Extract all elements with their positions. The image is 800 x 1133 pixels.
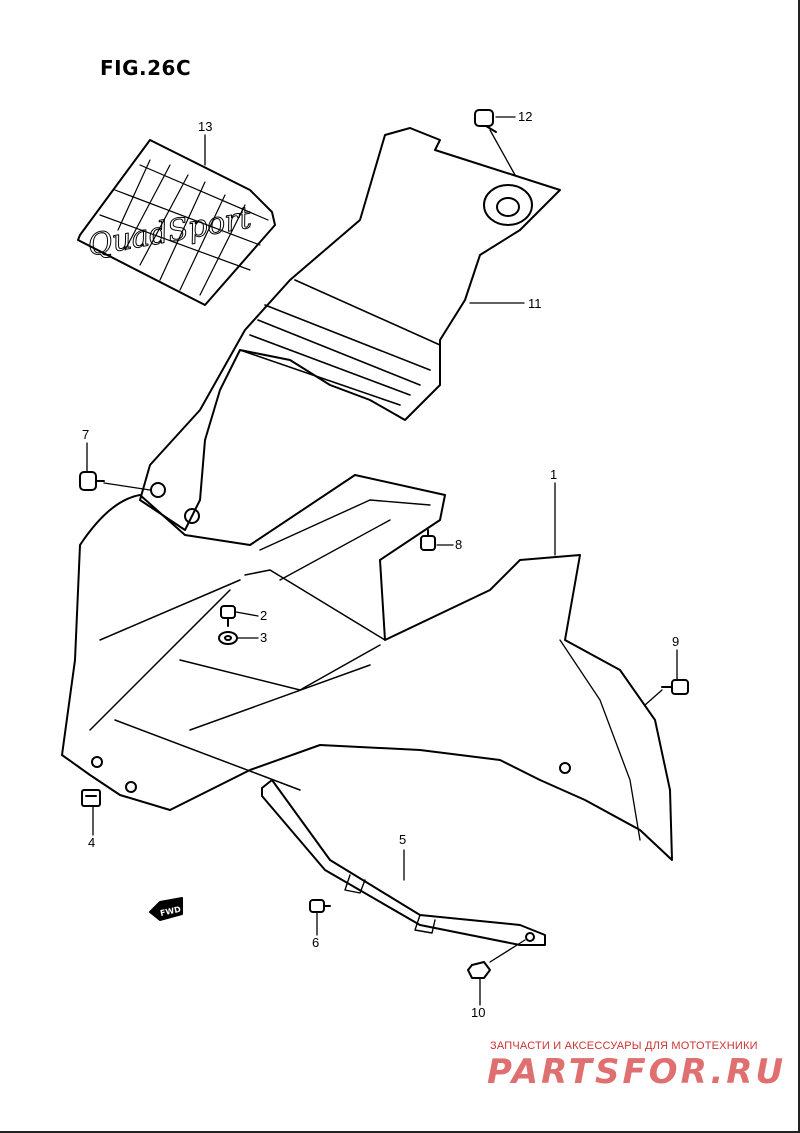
part-12-bolt (474, 109, 497, 133)
frame-bottom-border (0, 1131, 800, 1133)
part-5-bracket (261, 779, 546, 946)
callout-6: 6 (312, 935, 320, 950)
watermark-brand: PARTSFOR.RU (487, 1052, 787, 1092)
part-9-bolt (661, 679, 689, 695)
part-2-screw (220, 605, 236, 627)
part-10-nut (467, 961, 491, 979)
callout-13: 13 (198, 119, 213, 134)
part-3-washer (218, 631, 238, 645)
watermark-tagline: ЗАПЧАСТИ И АКСЕССУАРЫ ДЛЯ МОТОТЕХНИКИ (490, 1040, 758, 1052)
fwd-label: FWD (159, 905, 182, 918)
callout-9: 9 (672, 634, 680, 649)
callout-4: 4 (88, 835, 96, 850)
callout-1: 1 (550, 467, 558, 482)
part-7-screw (79, 471, 105, 491)
callout-11: 11 (528, 296, 542, 311)
callout-3: 3 (260, 630, 268, 645)
callout-2: 2 (260, 608, 268, 623)
callout-5: 5 (399, 832, 407, 847)
frame-right-border (798, 0, 800, 1133)
callout-12: 12 (518, 109, 533, 124)
leader-lines (86, 116, 678, 1006)
callout-10: 10 (471, 1005, 486, 1020)
part-11-front-cover (139, 127, 561, 531)
part-1-front-fender (61, 474, 673, 861)
part-13-decal: QuadSport (77, 139, 276, 306)
part-8-screw (420, 529, 436, 551)
figure-title: FIG.26C (100, 56, 192, 80)
callout-7: 7 (82, 427, 90, 442)
part-4-clip (81, 789, 101, 807)
part-6-bolt (309, 899, 331, 913)
fwd-arrow-icon (149, 897, 183, 921)
callout-8: 8 (455, 537, 463, 552)
